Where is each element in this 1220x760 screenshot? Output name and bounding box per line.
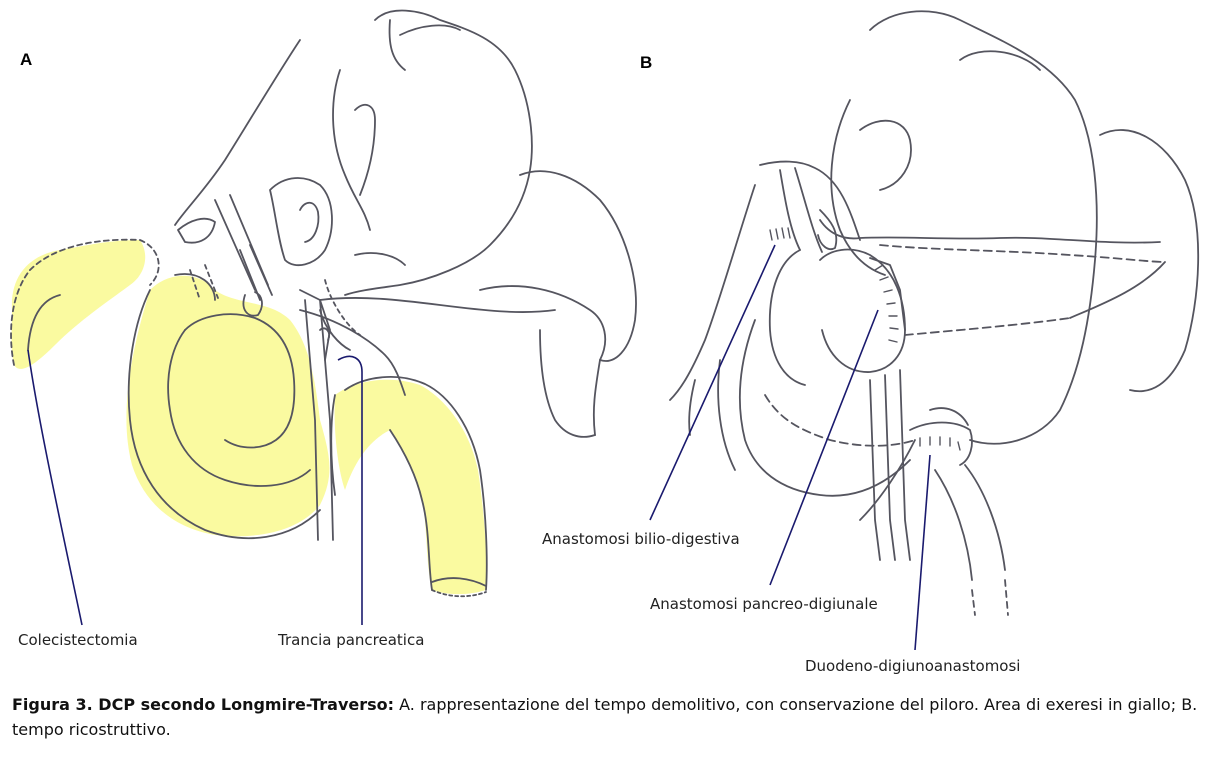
duodeno-jejunal-suture [919,436,961,451]
label-colecistectomia: Colecistectomia [18,631,138,649]
label-anastomosi-bilio-digestiva: Anastomosi bilio-digestiva [542,530,740,548]
gallbladder-dashed-outline [10,238,160,366]
caption-title: Figura 3. DCP secondo Longmire-Traverso: [12,695,395,714]
leader-bilio [649,244,776,521]
jejunum-yellow [334,379,487,595]
gallbladder-yellow [11,240,146,369]
caption-text: A. rappresentazione del tempo demolitivo… [12,695,1198,739]
duodenum-yellow [126,275,330,537]
leader-colecistectomia [27,349,83,626]
pancreato-jejunal-suture [874,264,899,343]
panel-a-drawing [10,9,637,598]
stomach-outline-b [869,10,1098,445]
figure-caption: Figura 3. DCP secondo Longmire-Traverso:… [12,692,1212,742]
panel-b-letter: B [640,53,653,72]
stomach-outline-a [344,9,533,296]
label-trancia-pancreatica: Trancia pancreatica [278,631,425,649]
leader-lines [27,244,931,651]
panel-a-letter: A [20,50,33,69]
label-anastomosi-pancreo-digiunale: Anastomosi pancreo-digiunale [650,595,878,613]
leader-trancia [337,355,363,625]
leader-duodeno [914,454,931,651]
label-duodeno-digiunoanastomosi: Duodeno-digiunoanastomosi [805,657,1021,675]
panel-b-drawing [669,10,1200,616]
leader-pancreo [769,309,879,586]
anatomical-illustration [10,9,1200,651]
